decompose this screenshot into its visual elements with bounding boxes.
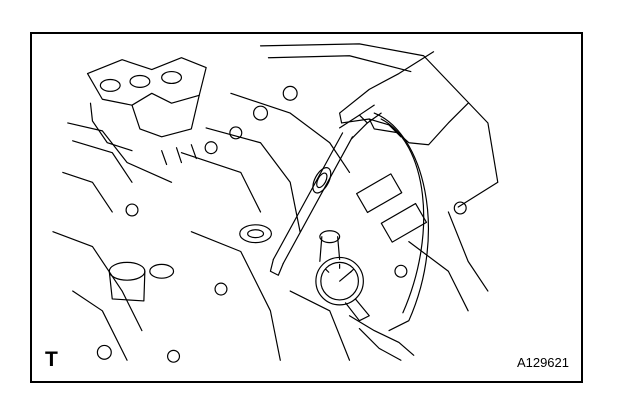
spark-plug-wells xyxy=(96,203,341,363)
gauge-hose xyxy=(373,112,429,332)
compression-gauge-adapter xyxy=(269,104,382,276)
illustration-frame: T A129621 xyxy=(30,32,583,383)
cylinder-head xyxy=(161,43,499,233)
corner-mark: T xyxy=(45,348,58,371)
intake-manifold xyxy=(62,57,207,213)
engine-compression-test-illustration xyxy=(52,43,499,363)
technician-hands xyxy=(339,51,469,361)
compression-gauge xyxy=(315,256,370,322)
figure-id: A129621 xyxy=(516,355,569,370)
engine-block-lower xyxy=(52,173,489,361)
